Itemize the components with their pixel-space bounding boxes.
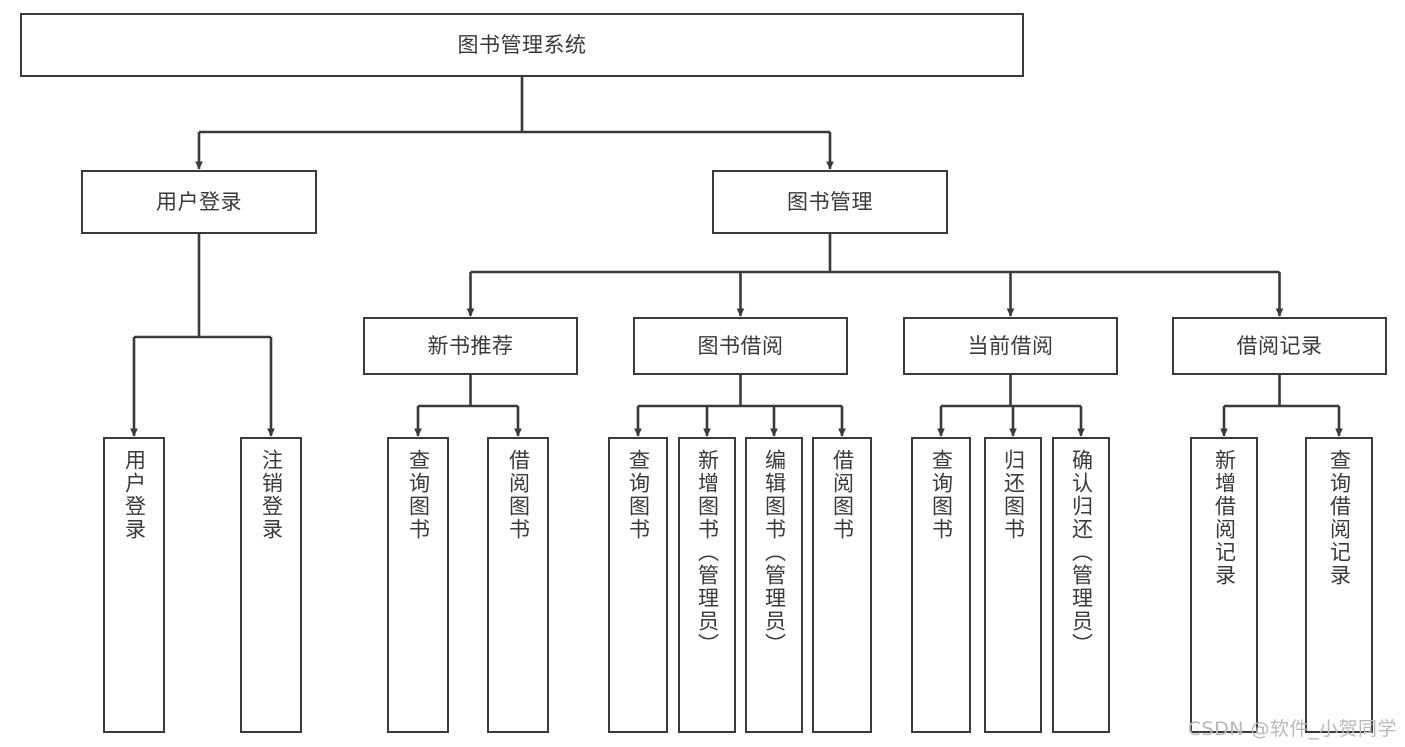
node-label-root: 图书管理系统 <box>457 32 587 57</box>
node-login[interactable]: 用户登录 <box>81 170 317 234</box>
node-label-leaf-5: 查询图书 <box>626 449 651 541</box>
node-leaf-6[interactable]: 新增图书（管理员） <box>678 437 736 733</box>
node-leaf-7[interactable]: 编辑图书（管理员） <box>745 437 803 733</box>
node-records[interactable]: 借阅记录 <box>1172 317 1387 375</box>
node-leaf-9[interactable]: 查询图书 <box>911 437 971 733</box>
node-label-login: 用户登录 <box>156 189 242 214</box>
node-newbook[interactable]: 新书推荐 <box>363 317 578 375</box>
node-label-leaf-7: 编辑图书（管理员） <box>762 449 787 656</box>
node-label-borrow: 图书借阅 <box>697 333 784 358</box>
node-leaf-4[interactable]: 借阅图书 <box>487 437 549 733</box>
node-label-leaf-10: 归还图书 <box>1001 449 1026 541</box>
connector-edges <box>130 77 1343 437</box>
node-leaf-5[interactable]: 查询图书 <box>608 437 668 733</box>
node-current[interactable]: 当前借阅 <box>903 317 1118 375</box>
node-label-leaf-6: 新增图书（管理员） <box>695 449 720 656</box>
node-label-current: 当前借阅 <box>967 333 1054 358</box>
node-label-records: 借阅记录 <box>1236 333 1323 358</box>
watermark-text: CSDN @软件_小贺同学 <box>1187 718 1397 740</box>
node-label-leaf-3: 查询图书 <box>406 449 431 541</box>
node-label-newbook: 新书推荐 <box>427 333 514 358</box>
node-label-leaf-13: 查询借阅记录 <box>1327 449 1352 587</box>
node-bookmgmt[interactable]: 图书管理 <box>712 170 948 234</box>
node-leaf-2[interactable]: 注销登录 <box>240 437 302 733</box>
node-leaf-10[interactable]: 归还图书 <box>984 437 1042 733</box>
node-leaf-11[interactable]: 确认归还（管理员） <box>1052 437 1110 733</box>
node-borrow[interactable]: 图书借阅 <box>633 317 848 375</box>
node-label-leaf-12: 新增借阅记录 <box>1212 449 1237 587</box>
node-label-leaf-11: 确认归还（管理员） <box>1069 449 1094 656</box>
node-label-leaf-1: 用户登录 <box>122 449 147 541</box>
node-label-bookmgmt: 图书管理 <box>787 189 873 214</box>
node-label-leaf-2: 注销登录 <box>259 449 284 541</box>
node-label-leaf-9: 查询图书 <box>929 449 954 541</box>
node-label-leaf-4: 借阅图书 <box>506 449 531 541</box>
node-leaf-12[interactable]: 新增借阅记录 <box>1190 437 1258 733</box>
node-leaf-1[interactable]: 用户登录 <box>103 437 165 733</box>
node-label-leaf-8: 借阅图书 <box>830 449 855 541</box>
node-leaf-3[interactable]: 查询图书 <box>387 437 449 733</box>
node-root[interactable]: 图书管理系统 <box>20 13 1024 77</box>
node-leaf-13[interactable]: 查询借阅记录 <box>1305 437 1373 733</box>
node-leaf-8[interactable]: 借阅图书 <box>812 437 872 733</box>
